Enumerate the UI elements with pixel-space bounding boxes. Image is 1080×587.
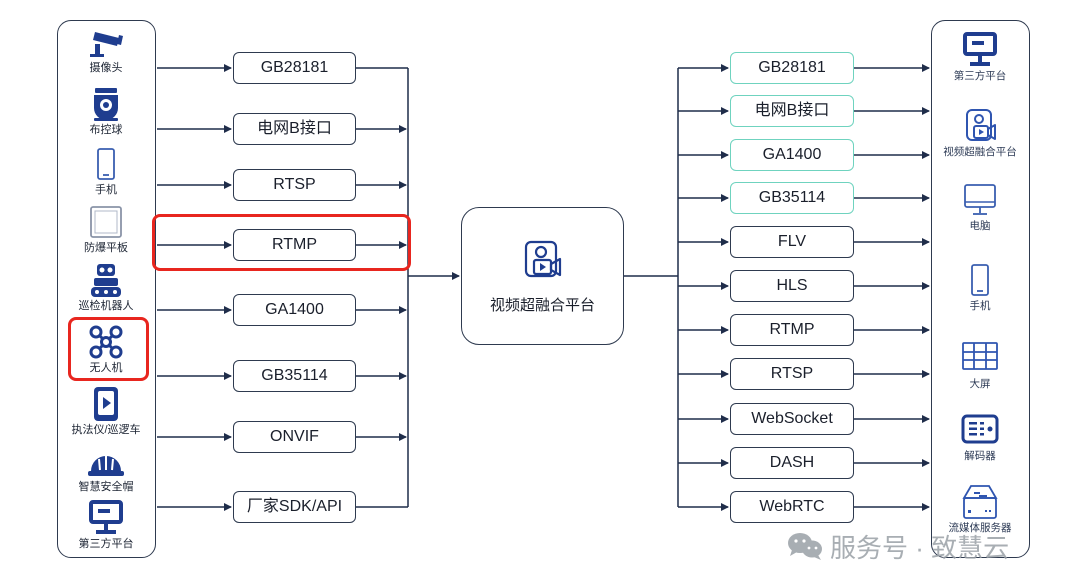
monitor-icon bbox=[89, 500, 123, 534]
input-protocol-ga1400: GA1400 bbox=[233, 294, 356, 326]
source-label: 无人机 bbox=[89, 362, 123, 374]
rtmp-highlight-box bbox=[152, 214, 411, 271]
phone-icon bbox=[971, 264, 989, 296]
video-wall-icon bbox=[962, 342, 998, 370]
source-phone: 手机 bbox=[56, 146, 156, 197]
source-dome-camera: 布控球 bbox=[56, 86, 156, 137]
source-smart-helmet: 智慧安全帽 bbox=[56, 443, 156, 494]
body-camera-icon bbox=[94, 387, 118, 421]
source-body-camera: 执法仪/巡逻车 bbox=[56, 386, 156, 437]
input-protocol-grid-b: 电网B接口 bbox=[233, 113, 356, 145]
output-protocol-hls: HLS bbox=[730, 270, 854, 302]
output-protocol-gb28181: GB28181 bbox=[730, 52, 854, 84]
destination-label: 视频超融合平台 bbox=[943, 146, 1017, 158]
source-label: 智慧安全帽 bbox=[78, 481, 134, 493]
output-protocol-flv: FLV bbox=[730, 226, 854, 258]
input-protocol-gb28181: GB28181 bbox=[233, 52, 356, 84]
output-protocol-rtmp: RTMP bbox=[730, 314, 854, 346]
destination-label: 流媒体服务器 bbox=[948, 522, 1012, 534]
input-protocol-rtmp: RTMP bbox=[233, 229, 356, 261]
source-tablet: 防爆平板 bbox=[56, 204, 156, 255]
source-drone: 无人机 bbox=[56, 324, 156, 375]
server-icon bbox=[962, 485, 998, 519]
source-label: 防爆平板 bbox=[84, 242, 128, 254]
destination-label: 电脑 bbox=[969, 220, 991, 232]
decoder-icon bbox=[961, 414, 999, 444]
destination-decoder: 解码器 bbox=[930, 412, 1030, 463]
input-protocol-onvif: ONVIF bbox=[233, 421, 356, 453]
destination-label: 大屏 bbox=[969, 378, 991, 390]
destination-third-party-platform: 第三方平台 bbox=[930, 32, 1030, 83]
destination-phone: 手机 bbox=[930, 262, 1030, 313]
source-camera: 摄像头 bbox=[56, 24, 156, 75]
video-fusion-icon bbox=[524, 240, 562, 278]
output-protocol-webrtc: WebRTC bbox=[730, 491, 854, 523]
source-label: 巡检机器人 bbox=[78, 300, 134, 312]
destination-video-fusion-platform: 视频超融合平台 bbox=[930, 108, 1030, 159]
video-fusion-icon bbox=[966, 109, 996, 141]
drone-highlight-box bbox=[68, 317, 149, 381]
source-label: 执法仪/巡逻车 bbox=[71, 424, 141, 436]
source-robot: 巡检机器人 bbox=[56, 262, 156, 313]
output-protocol-grid-b: 电网B接口 bbox=[730, 95, 854, 127]
dome-camera-icon bbox=[94, 88, 118, 121]
helmet-icon bbox=[88, 456, 124, 476]
input-protocol-rtsp: RTSP bbox=[233, 169, 356, 201]
camera-icon bbox=[90, 32, 123, 57]
hub-label: 视频超融合平台 bbox=[489, 297, 595, 314]
destination-video-wall: 大屏 bbox=[930, 340, 1030, 391]
phone-icon bbox=[97, 148, 115, 180]
robot-icon bbox=[91, 264, 121, 297]
destination-label: 解码器 bbox=[964, 450, 996, 462]
destination-media-server: 流媒体服务器 bbox=[930, 484, 1030, 535]
watermark-text: 服务号 · 致慧云 bbox=[830, 532, 1010, 563]
desktop-icon bbox=[964, 184, 996, 215]
output-protocol-dash: DASH bbox=[730, 447, 854, 479]
watermark: 服务号 · 致慧云 bbox=[786, 526, 1009, 566]
output-protocol-rtsp: RTSP bbox=[730, 358, 854, 390]
destination-label: 第三方平台 bbox=[953, 70, 1007, 82]
output-protocol-websocket: WebSocket bbox=[730, 403, 854, 435]
wechat-icon bbox=[788, 533, 822, 560]
video-fusion-platform-hub: 视频超融合平台 bbox=[461, 207, 624, 345]
input-protocol-gb35114: GB35114 bbox=[233, 360, 356, 392]
output-protocol-ga1400: GA1400 bbox=[730, 139, 854, 171]
source-third-party-platform: 第三方平台 bbox=[56, 500, 156, 551]
source-label: 第三方平台 bbox=[78, 538, 134, 550]
source-label: 布控球 bbox=[89, 124, 123, 136]
drone-icon bbox=[89, 325, 123, 359]
input-protocol-vendor-sdk: 厂家SDK/API bbox=[233, 491, 356, 523]
destination-desktop: 电脑 bbox=[930, 182, 1030, 233]
tablet-icon bbox=[90, 206, 122, 238]
source-label: 摄像头 bbox=[89, 62, 123, 74]
destination-label: 手机 bbox=[969, 300, 991, 312]
monitor-icon bbox=[963, 32, 997, 66]
output-protocol-gb35114: GB35114 bbox=[730, 182, 854, 214]
source-label: 手机 bbox=[95, 184, 117, 196]
